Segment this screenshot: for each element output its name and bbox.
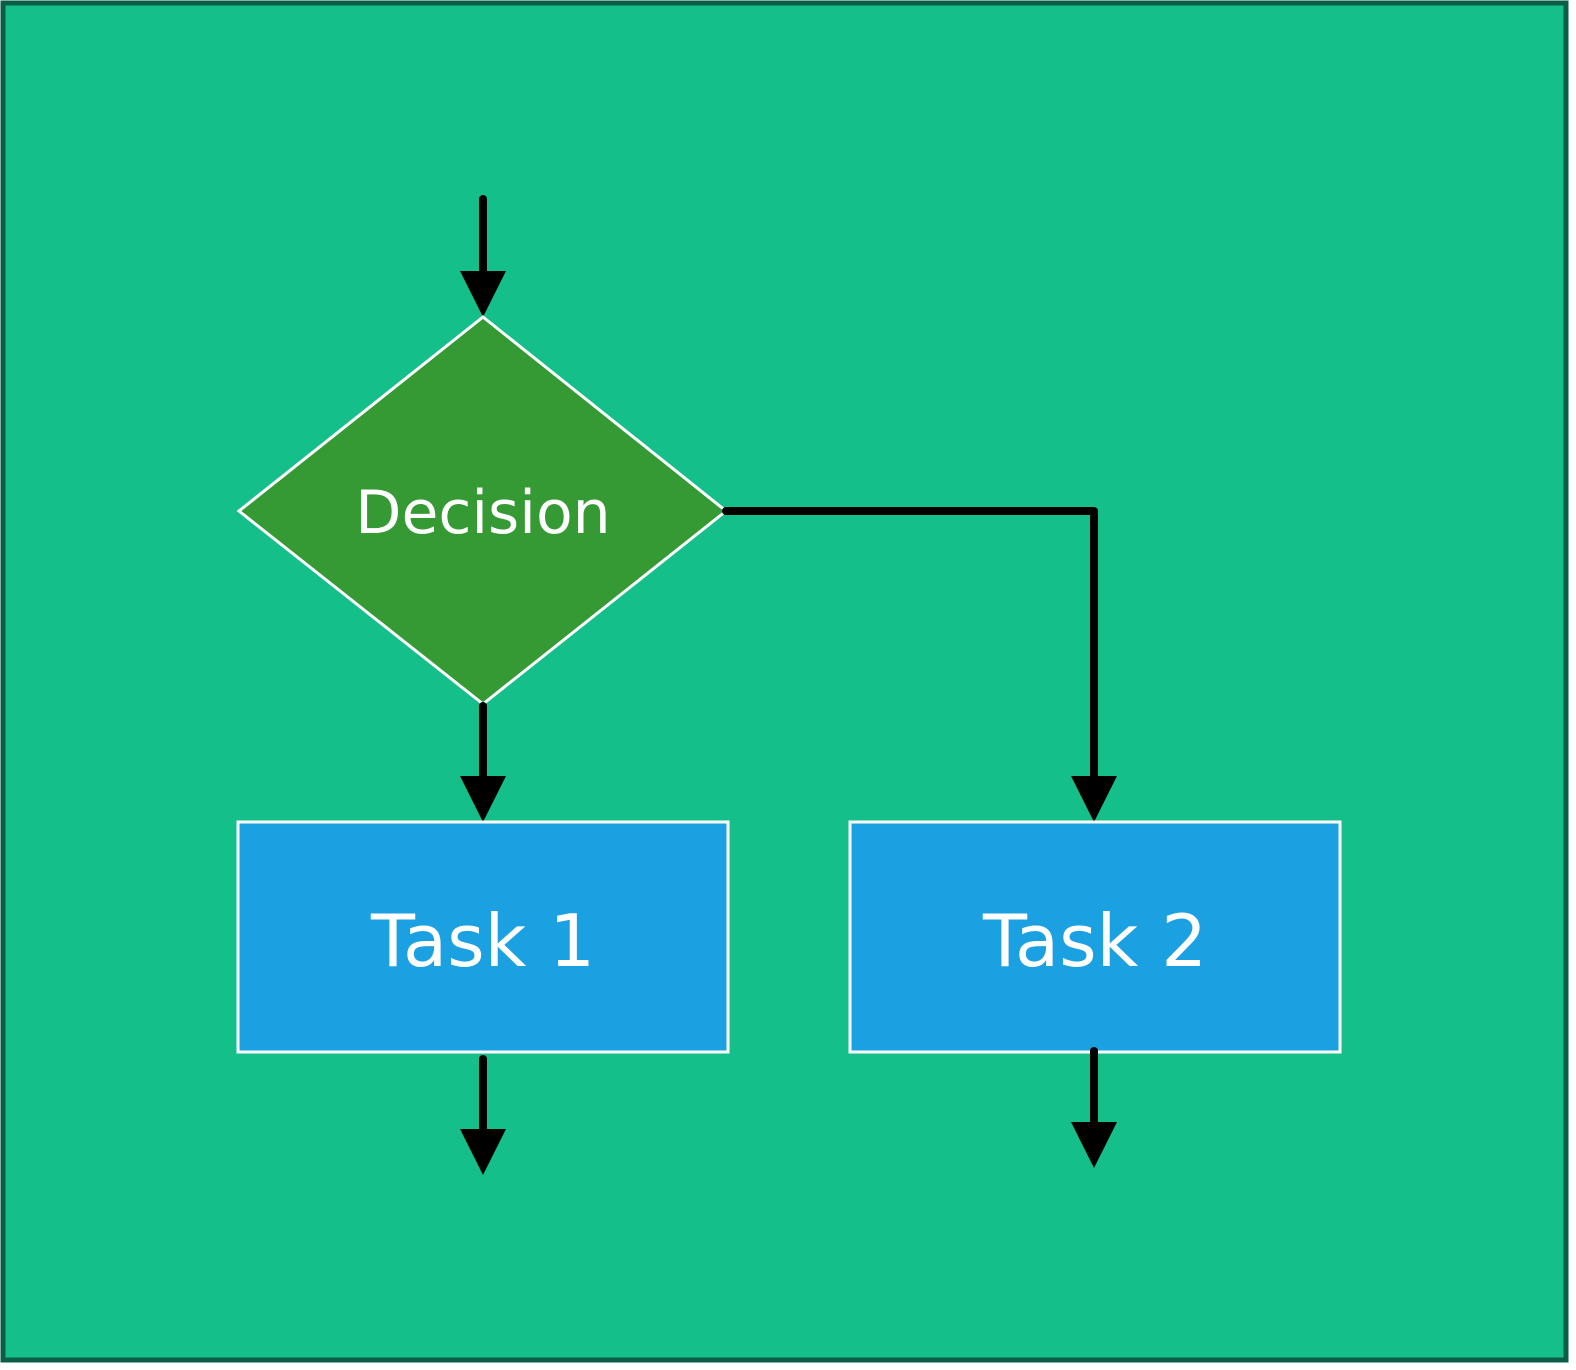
task2-label: Task 2 — [982, 899, 1207, 983]
decision-node[interactable]: Decision — [236, 315, 729, 706]
decision-label: Decision — [355, 478, 610, 548]
task1-node[interactable]: Task 1 — [236, 820, 730, 1054]
entry-connector — [460, 195, 506, 317]
decision-to-task1-connector — [460, 702, 506, 822]
decision-to-task2-connector — [722, 507, 1117, 822]
task1-exit-connector — [460, 1055, 506, 1175]
task2-exit-connector — [1071, 1047, 1117, 1168]
task1-label: Task 1 — [370, 899, 595, 983]
decision-to-task2-line — [722, 507, 1098, 784]
task1-arrowhead-icon — [460, 776, 506, 822]
task2-node[interactable]: Task 2 — [848, 820, 1342, 1054]
task2-arrowhead-icon — [1071, 776, 1117, 822]
task2-exit-arrowhead-icon — [1071, 1122, 1117, 1168]
task1-exit-arrowhead-icon — [460, 1129, 506, 1175]
task2-box — [848, 820, 1342, 1054]
task1-box — [236, 820, 730, 1054]
entry-arrowhead-icon — [460, 271, 506, 317]
